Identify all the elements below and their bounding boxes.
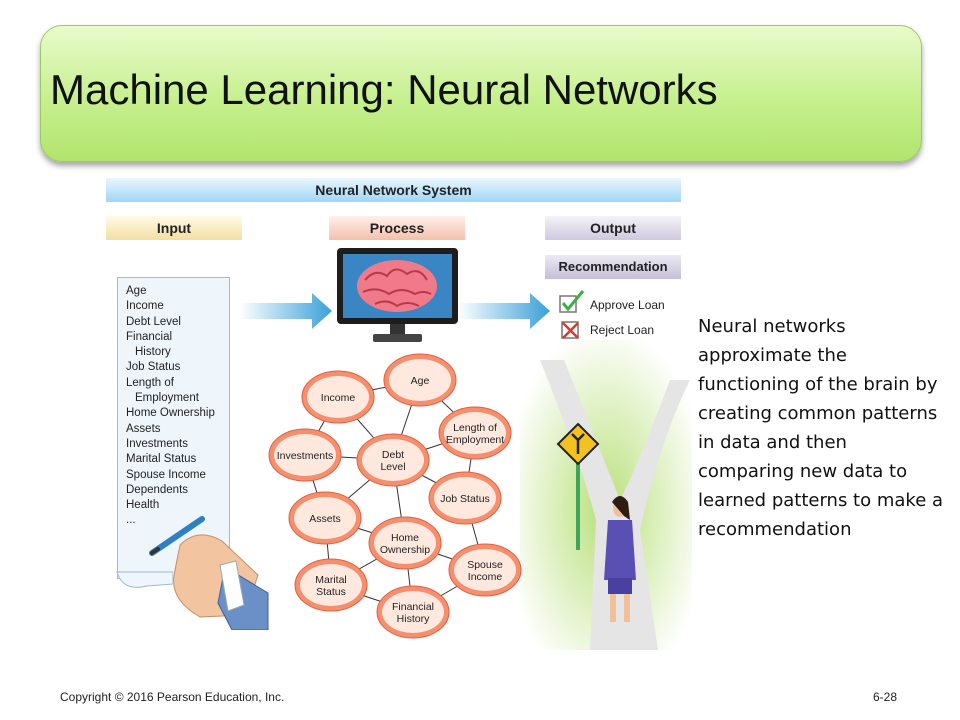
input-item: Marital Status xyxy=(126,453,197,466)
reject-checkbox-icon xyxy=(561,321,579,339)
node-label: Investments xyxy=(277,450,334,462)
node-inner xyxy=(274,434,336,476)
system-header: Neural Network System xyxy=(106,178,681,202)
node-label: Assets xyxy=(309,513,341,525)
input-arrow-icon xyxy=(240,293,332,329)
node-inner xyxy=(362,439,424,481)
monitor-brain-icon xyxy=(337,248,458,342)
input-paper xyxy=(117,277,230,579)
node-inner xyxy=(389,359,451,401)
node-investments: Investments xyxy=(268,428,342,482)
input-item: Spouse Income xyxy=(126,468,206,481)
node-label: Age xyxy=(411,375,430,387)
recommendation-header: Recommendation xyxy=(545,255,681,279)
input-item: Job Status xyxy=(126,361,181,374)
input-item: Investments xyxy=(126,437,188,450)
hand-with-pen-icon xyxy=(149,516,269,630)
input-item: Income xyxy=(126,300,164,313)
node-inner xyxy=(307,376,369,418)
node-inner xyxy=(454,549,516,591)
node-age: Age xyxy=(383,353,457,407)
input-item: ... xyxy=(126,514,136,527)
node-assets: Assets xyxy=(288,491,362,545)
input-item: Financial xyxy=(126,330,173,343)
input-item: Assets xyxy=(126,422,161,435)
node-label: Job Status xyxy=(440,493,490,505)
input-item: Health xyxy=(126,499,160,512)
node-inner xyxy=(294,497,356,539)
paper-curl-icon xyxy=(116,571,173,588)
output-arrow-icon xyxy=(458,293,550,329)
process-header: Process xyxy=(329,216,465,240)
input-item: Employment xyxy=(135,392,199,405)
input-item: Home Ownership xyxy=(126,407,215,420)
node-inner xyxy=(434,477,496,519)
approve-loan-label: Approve Loan xyxy=(590,298,665,312)
reject-loan-label: Reject Loan xyxy=(590,323,655,337)
slide-number: 6-28 xyxy=(873,690,898,704)
approve-checkbox-icon xyxy=(559,290,585,313)
node-inner xyxy=(374,522,436,564)
node-job: Job Status xyxy=(428,471,502,525)
input-item: Age xyxy=(126,285,147,297)
slide-title: Machine Learning: Neural Networks xyxy=(50,66,718,113)
input-item: Length of xyxy=(126,376,174,389)
output-header: Output xyxy=(545,216,681,240)
side-description: Neural networks approximate the function… xyxy=(698,316,944,540)
copyright-text: Copyright © 2016 Pearson Education, Inc. xyxy=(60,690,285,704)
node-income: Income xyxy=(301,370,375,424)
crossroads-illustration xyxy=(520,340,692,650)
title-banner xyxy=(40,25,922,162)
node-inner xyxy=(382,591,444,633)
input-item: History xyxy=(135,346,171,359)
node-inner xyxy=(300,564,362,606)
input-header: Input xyxy=(106,216,242,240)
node-inner xyxy=(444,412,506,454)
node-label: Income xyxy=(321,392,356,404)
input-item: Dependents xyxy=(126,483,189,496)
input-item: Debt Level xyxy=(126,315,181,328)
